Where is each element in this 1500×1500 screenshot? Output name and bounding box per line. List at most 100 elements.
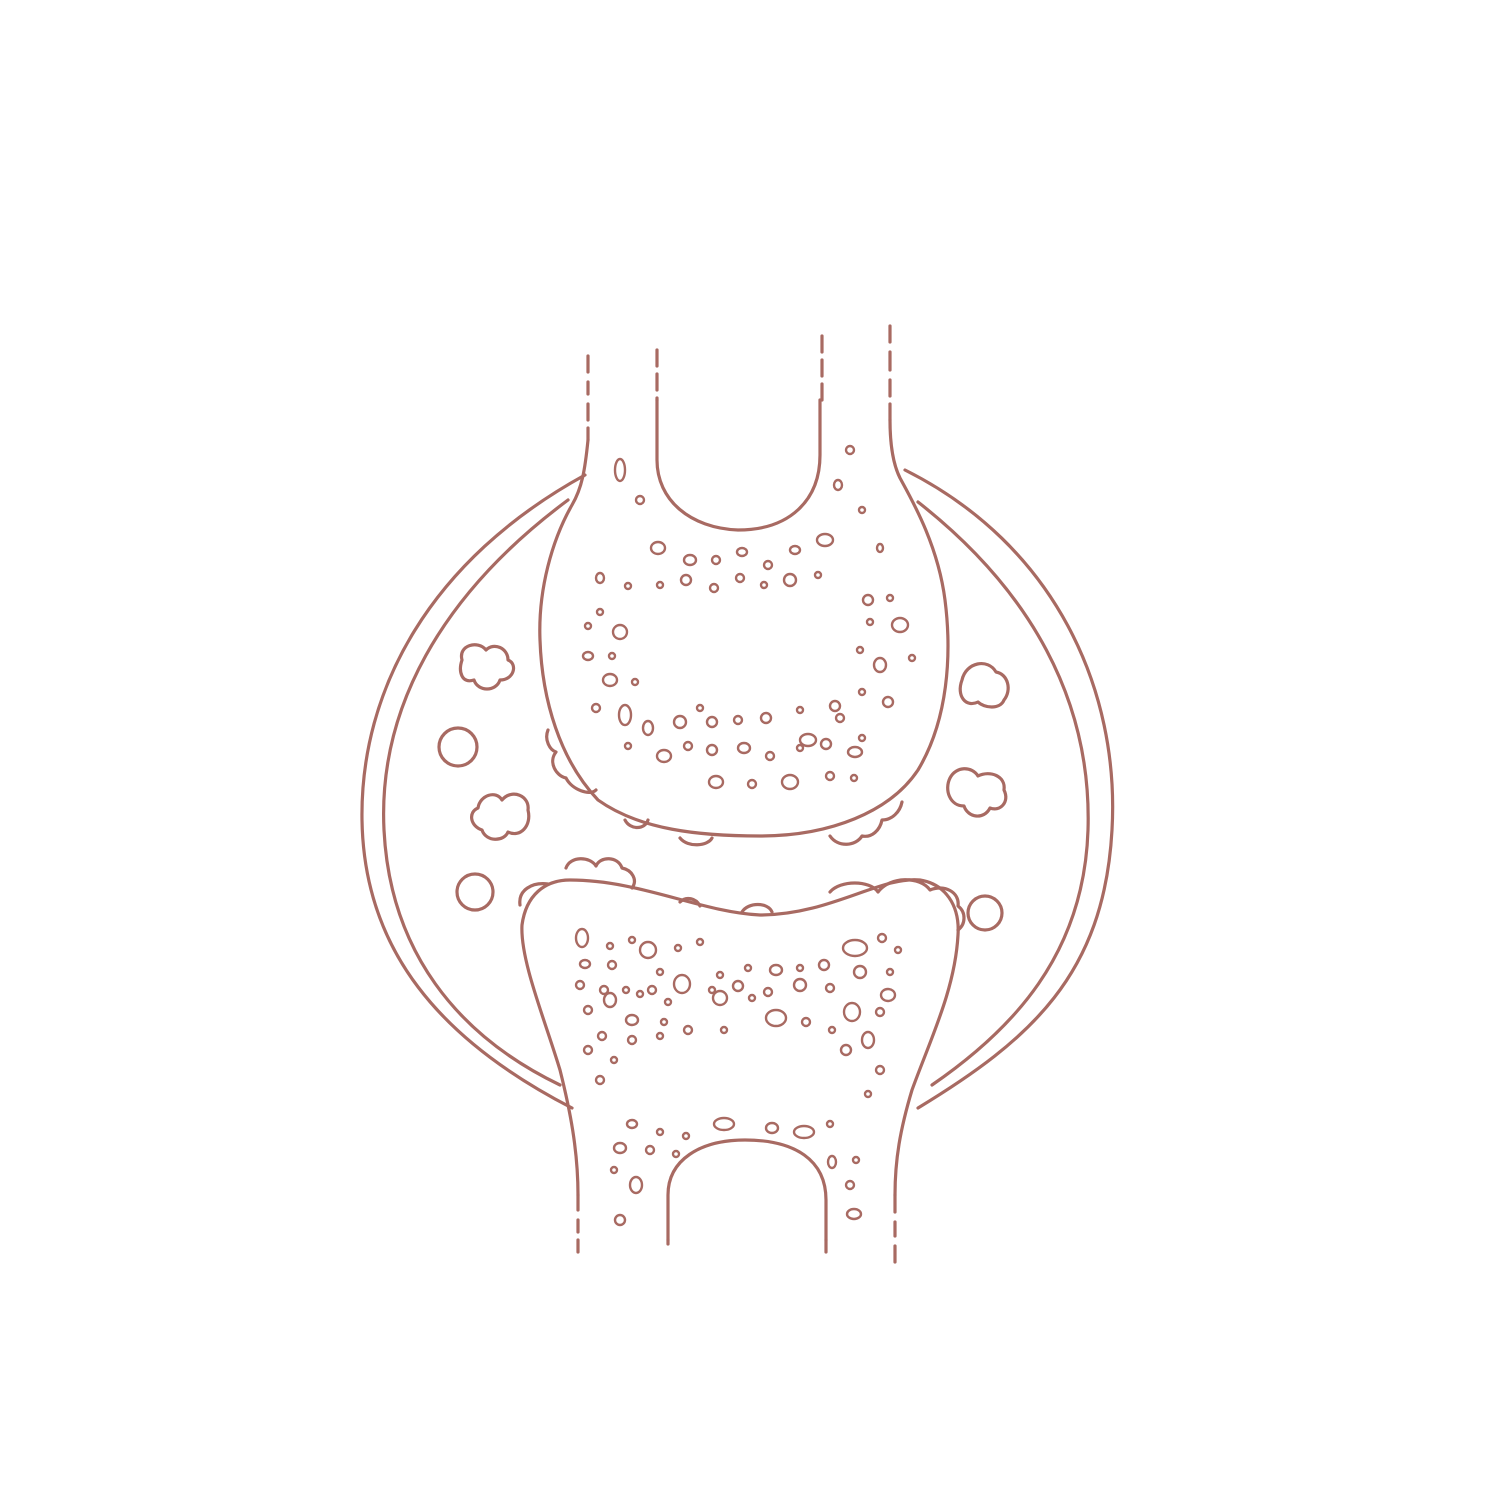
capsule-inner-left (382, 498, 570, 1087)
upper-bone (538, 324, 950, 847)
pore (712, 1116, 736, 1132)
pore (641, 719, 655, 737)
loose-body-round (455, 872, 495, 912)
loose-body-irregular (470, 792, 531, 841)
pore (582, 1044, 594, 1056)
pore (707, 774, 725, 790)
pore (857, 687, 867, 697)
pore (715, 970, 725, 980)
pore (628, 1175, 644, 1195)
pore (655, 1031, 665, 1041)
pore (893, 945, 903, 955)
pore (768, 963, 784, 977)
pore (581, 650, 595, 662)
pore (623, 581, 633, 591)
pore (747, 993, 757, 1003)
pore (659, 1017, 669, 1027)
pore (695, 703, 705, 713)
pore (635, 989, 645, 999)
pore (815, 532, 835, 548)
pore (681, 1131, 691, 1141)
pore (762, 986, 774, 998)
pore (764, 750, 776, 762)
pore (634, 494, 646, 506)
pore (609, 1165, 619, 1175)
pore (574, 979, 586, 991)
pore (582, 1004, 594, 1016)
pore (601, 672, 619, 688)
pore (857, 505, 867, 515)
pore (890, 616, 910, 634)
pore (863, 1089, 873, 1099)
pore (874, 1064, 886, 1076)
pore (590, 702, 602, 714)
pore (792, 977, 808, 993)
pore (606, 959, 618, 971)
pore (800, 1016, 812, 1028)
pore (605, 941, 615, 951)
loose-body-irregular (958, 662, 1010, 709)
pore (828, 699, 842, 713)
pore (813, 570, 823, 580)
pore (839, 1043, 853, 1057)
lower-bone-outline (520, 878, 960, 1197)
pore (788, 544, 802, 556)
pore (865, 617, 875, 627)
pore (625, 1118, 639, 1130)
pore (817, 958, 831, 972)
loose-body-irregular (946, 767, 1008, 818)
loose-body-round (437, 726, 479, 768)
upper-articular-cartilage (545, 728, 904, 847)
pore (621, 985, 631, 995)
pore (834, 712, 846, 724)
pore (649, 540, 667, 556)
pore (627, 935, 637, 945)
pore (798, 732, 818, 748)
pore (826, 1154, 838, 1170)
lower-bone-cavity (666, 1138, 828, 1242)
pore (855, 645, 865, 655)
pore (907, 653, 917, 663)
pore (679, 573, 693, 587)
pore (673, 943, 683, 953)
pore (795, 743, 805, 753)
pore (842, 1001, 862, 1023)
pore (574, 927, 590, 949)
pore (594, 571, 606, 585)
pore (609, 1055, 619, 1065)
pore (626, 1034, 638, 1046)
pore (795, 705, 805, 715)
pore (845, 1207, 863, 1221)
pore (844, 444, 856, 456)
pore (792, 1124, 816, 1140)
pore (824, 770, 836, 782)
pore (824, 982, 836, 994)
pore (710, 554, 722, 566)
pore (832, 478, 844, 492)
pore (849, 773, 859, 783)
pore (705, 715, 719, 729)
upper-bone-shaft-right-dashes (820, 324, 892, 422)
pore (885, 593, 895, 603)
pore (876, 932, 888, 944)
pore (607, 651, 617, 661)
pore (672, 714, 688, 730)
pore (644, 1144, 656, 1156)
capsule-outer-left (360, 473, 587, 1110)
pore (655, 1127, 665, 1137)
pore (732, 714, 744, 726)
pore (759, 711, 773, 725)
pore (602, 991, 618, 1009)
pore (598, 984, 610, 996)
pore (782, 572, 798, 588)
pore (708, 582, 720, 594)
pore (860, 1030, 876, 1050)
pore (852, 964, 868, 980)
joint-capsule (360, 468, 1115, 1110)
pore (672, 973, 692, 995)
pore (707, 985, 717, 995)
pore (851, 1155, 861, 1165)
pore (827, 1025, 837, 1035)
lower-bone-shaft-right-dashes (824, 1193, 897, 1264)
